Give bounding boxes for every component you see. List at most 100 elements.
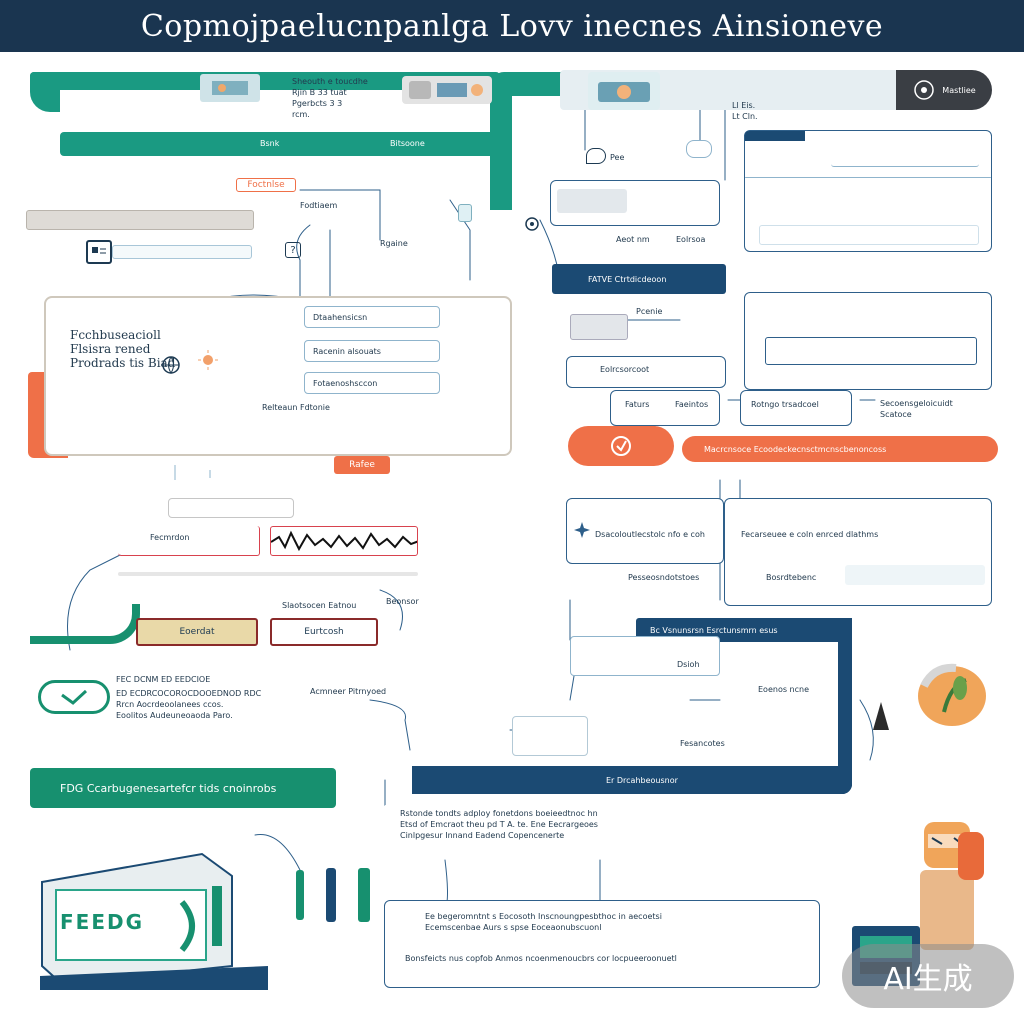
- band-label-1: Bsnk: [260, 139, 280, 148]
- list-text: ED ECDRCOCOROCDOOEDNOD RDC Rrcn Aocrdeoo…: [116, 689, 262, 720]
- field-box-1[interactable]: Faturs Faeintos: [610, 390, 720, 426]
- bottom-note-box-2: Ee begeromntnt s Eocosoth Inscnoungpesbt…: [384, 900, 820, 988]
- detail-fill: [845, 565, 985, 585]
- band-label-2: Bitsoone: [390, 139, 425, 148]
- card-right-large[interactable]: [744, 130, 992, 252]
- card-label-3: Pcenie: [636, 307, 663, 316]
- inner-1: Dsioh: [677, 660, 700, 669]
- card-mid-left[interactable]: [566, 356, 726, 388]
- device-screen: FEEDG: [60, 910, 145, 934]
- sparkle-icon: [574, 522, 590, 538]
- navy-label-bar: FATVE Ctrtdicdeoon: [552, 264, 726, 294]
- pen-nib-icon: [872, 702, 890, 732]
- grey-strip: [26, 210, 254, 230]
- card-right-line-2: [745, 177, 991, 178]
- inner-box-1[interactable]: Dsioh: [570, 636, 720, 676]
- ai-watermark: AI生成: [842, 944, 1014, 1008]
- side-label-1: Fodtiaem: [300, 201, 338, 210]
- ai-watermark-label: AI生成: [883, 962, 973, 997]
- detail-box-1[interactable]: Dsacoloutlecstolc nfo e coh: [566, 498, 724, 564]
- leaf-head-illustration-icon: [904, 656, 988, 732]
- title-banner: Copmojpaelucnpanlga Lovv inecnes Ainsion…: [0, 0, 1024, 52]
- page-title: Copmojpaelucnpanlga Lovv inecnes Ainsion…: [140, 8, 884, 44]
- question-tag: Pee: [610, 153, 625, 162]
- teal-hook: [30, 604, 140, 644]
- checkmark-icon: [38, 680, 110, 714]
- separator-line: [118, 572, 418, 576]
- card-right-line-1: [831, 153, 979, 167]
- chat-bubble-icon: [586, 148, 606, 164]
- process-row-2[interactable]: Racenin alsouats: [304, 340, 440, 362]
- teal-band-lower: Bsnk Bitsoone: [60, 132, 500, 156]
- card-left-fill: [557, 189, 627, 213]
- bottom-note-2: Ee begeromntnt s Eocosoth Inscnoungpesbt…: [425, 912, 662, 932]
- bottom-note-1: Rstonde tondts adploy fonetdons boeieedt…: [400, 809, 598, 840]
- camera-icon: [588, 72, 660, 110]
- teal-pillar-3: [358, 868, 370, 922]
- teal-band-drop: [490, 90, 512, 210]
- inner-2: Eoenos ncne: [758, 685, 810, 694]
- kiosk-device-icon: [32, 846, 274, 990]
- detail-line-4: Bosrdtebenc: [766, 573, 817, 582]
- label-b: Slaotsocen Eatnou: [282, 601, 357, 610]
- teal-dot-icon: [458, 204, 472, 222]
- side-text: Acmneer Pitrnyoed: [310, 687, 387, 696]
- orange-badge: [568, 426, 674, 466]
- teal-pillar-2: [326, 868, 336, 922]
- field-label-2: Faeintos: [675, 400, 709, 409]
- callout: Beonsor: [386, 597, 419, 606]
- globe-icon: [160, 354, 182, 376]
- card-right-mid-line: [765, 337, 977, 365]
- teal-pill: FDG Ccarbugenesartefcr tids cnoinrobs: [30, 768, 336, 808]
- card-right-mid[interactable]: [744, 292, 992, 390]
- gear-icon: [522, 214, 542, 234]
- teal-band-top: [30, 72, 500, 90]
- waveform-strip: [270, 526, 418, 556]
- slot-icon: [570, 314, 628, 340]
- card-right-header: [745, 131, 805, 141]
- note-top: Sheouth e toucdhe Rjin B 33 tuat Pgerbct…: [292, 77, 368, 119]
- red-strip-left: [118, 526, 260, 556]
- card-right-line-3: [759, 225, 979, 245]
- navy-footer: Er Drcahbeousnor: [606, 776, 678, 785]
- card-label-1: Aeot nm: [616, 235, 650, 244]
- red-tag-label: Eurtcosh: [304, 627, 344, 637]
- bottom-tag: Rafee: [334, 456, 390, 474]
- process-heading: Fcchbuseacioll Flsisra rened Prodrads ti…: [70, 328, 176, 370]
- process-row-1-label: Dtaahensicsn: [313, 313, 368, 322]
- process-panel: [44, 296, 512, 456]
- process-row-3-label: Fotaenoshsccon: [313, 379, 378, 388]
- field-label-4: Secoensgeloicuidt Scatoce: [880, 399, 953, 419]
- bottom-note-3: Bonsfeicts nus copfob Anmos ncoenmenoucb…: [405, 954, 677, 963]
- navy-header: Bc Vsnunsrsn Esrctunsmrn esus: [650, 626, 778, 635]
- orange-label: Macrcnsoce Ecoodeckecnsctmcnscbenoncoss: [704, 445, 887, 454]
- light-strip: [112, 245, 252, 259]
- red-tag[interactable]: Eurtcosh: [270, 618, 378, 646]
- process-row-3[interactable]: Fotaenoshsccon: [304, 372, 440, 394]
- field-label-1: Faturs: [625, 400, 650, 409]
- process-row-1[interactable]: Dtaahensicsn: [304, 306, 440, 328]
- orange-label-bar: Macrcnsoce Ecoodeckecnsctmcnscbenoncoss: [682, 436, 998, 462]
- label-a: Fecmrdon: [150, 533, 190, 542]
- photo-thumbnail-icon: [200, 74, 260, 102]
- navy-footer-bar: Er Drcahbeousnor: [412, 766, 852, 794]
- navy-label: FATVE Ctrtdicdeoon: [588, 275, 667, 284]
- yellow-tag[interactable]: Eoerdat: [136, 618, 258, 646]
- detail-box-2[interactable]: Fecarseuee e coln enrced dlathms: [724, 498, 992, 606]
- ticket-icon: Mastliee: [896, 70, 992, 110]
- card-left[interactable]: [550, 180, 720, 226]
- inner-box-2[interactable]: [512, 716, 588, 756]
- id-card-icon: [86, 240, 112, 264]
- sun-icon: [198, 350, 218, 370]
- process-row-4: Relteaun Fdtonie: [262, 403, 330, 412]
- label-a-box: [168, 498, 294, 518]
- bottom-note-box-1: Rstonde tondts adploy fonetdons boeieedt…: [384, 804, 624, 858]
- teal-pillar-1: [296, 870, 304, 920]
- field-box-2[interactable]: Rotngo trsadcoel: [740, 390, 852, 426]
- list-heading: FEC DCNM ED EEDCIOE: [116, 675, 211, 684]
- field-label-3: Rotngo trsadcoel: [751, 400, 819, 409]
- header-note: Ll Eis. Lt Cln.: [732, 101, 758, 121]
- process-row-2-label: Racenin alsouats: [313, 347, 381, 356]
- card-label-2: Eolrsoa: [676, 235, 706, 244]
- orange-tag-label: Foctnlse: [247, 180, 285, 190]
